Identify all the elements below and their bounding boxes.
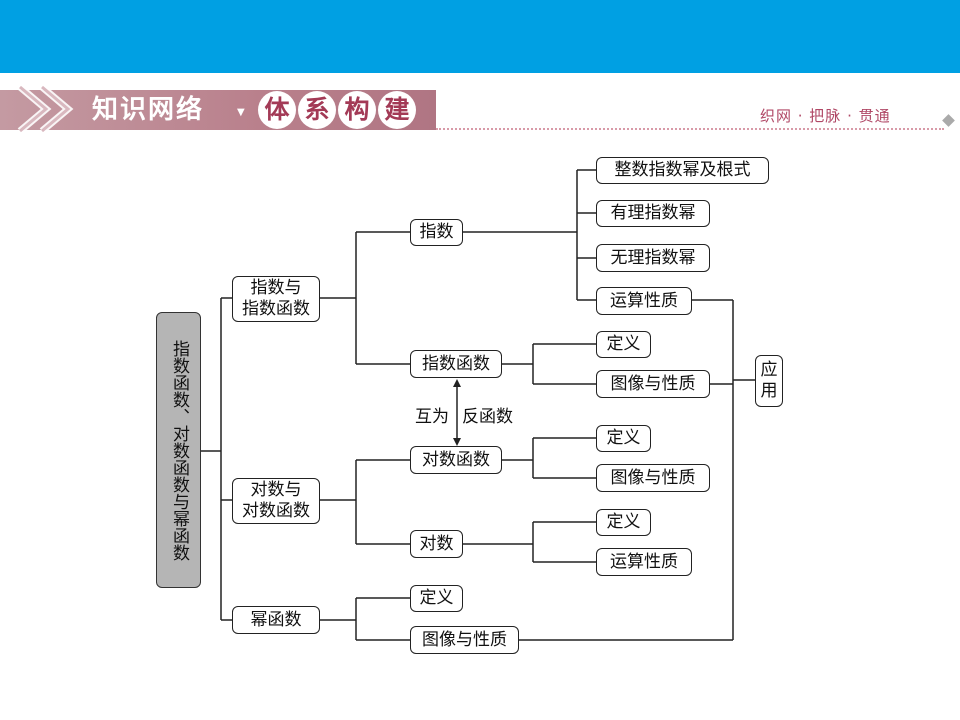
node-power-graph: 图像与性质 (410, 626, 519, 654)
node-exp-definition: 定义 (596, 331, 651, 358)
subtitle-char: 构 (338, 91, 376, 129)
node-power-function: 幂函数 (232, 606, 320, 634)
double-chevron-icon (17, 84, 74, 134)
node-rational-exponent: 有理指数幂 (596, 200, 710, 227)
node-integer-exponent: 整数指数幂及根式 (596, 157, 769, 184)
node-exp-operations: 运算性质 (596, 287, 692, 315)
root-node: 指数函数、对数函数与幂函数 (156, 312, 201, 588)
node-log-group: 对数与 对数函数 (232, 478, 320, 524)
node-log-operations: 运算性质 (596, 548, 692, 576)
node-irrational-exponent: 无理指数幂 (596, 244, 710, 272)
node-power-definition: 定义 (410, 585, 463, 612)
node-logarithm: 对数 (410, 530, 463, 558)
inverse-label-right: 反函数 (462, 407, 513, 427)
subtitle-char: 系 (298, 91, 336, 129)
top-color-bar (0, 0, 960, 73)
tagline: 织网 · 把脉 · 贯通 (760, 107, 891, 125)
node-log-definition: 定义 (596, 425, 651, 452)
subtitle-char: 建 (378, 91, 416, 129)
node-log-graph: 图像与性质 (596, 464, 710, 492)
section-banner: 知识网络 ▼ 体 系 构 建 织网 · 把脉 · 贯通 (0, 83, 960, 135)
triangle-down-icon: ▼ (237, 107, 245, 118)
inverse-label-left: 互为 (415, 407, 449, 427)
subtitle-char: 体 (258, 91, 296, 129)
node-exp-function: 指数函数 (410, 350, 502, 378)
section-subtitle: 体 系 构 建 (258, 91, 416, 129)
node-exponent: 指数 (410, 219, 463, 246)
node-application: 应 用 (755, 355, 783, 407)
section-title: 知识网络 (92, 95, 205, 125)
node-logarithm-definition: 定义 (596, 509, 651, 536)
root-label: 指数函数、对数函数与幂函数 (169, 339, 189, 561)
node-log-function: 对数函数 (410, 446, 502, 474)
dotted-divider (436, 128, 944, 130)
node-exp-graph: 图像与性质 (596, 370, 710, 398)
node-exp-group: 指数与 指数函数 (232, 276, 320, 322)
